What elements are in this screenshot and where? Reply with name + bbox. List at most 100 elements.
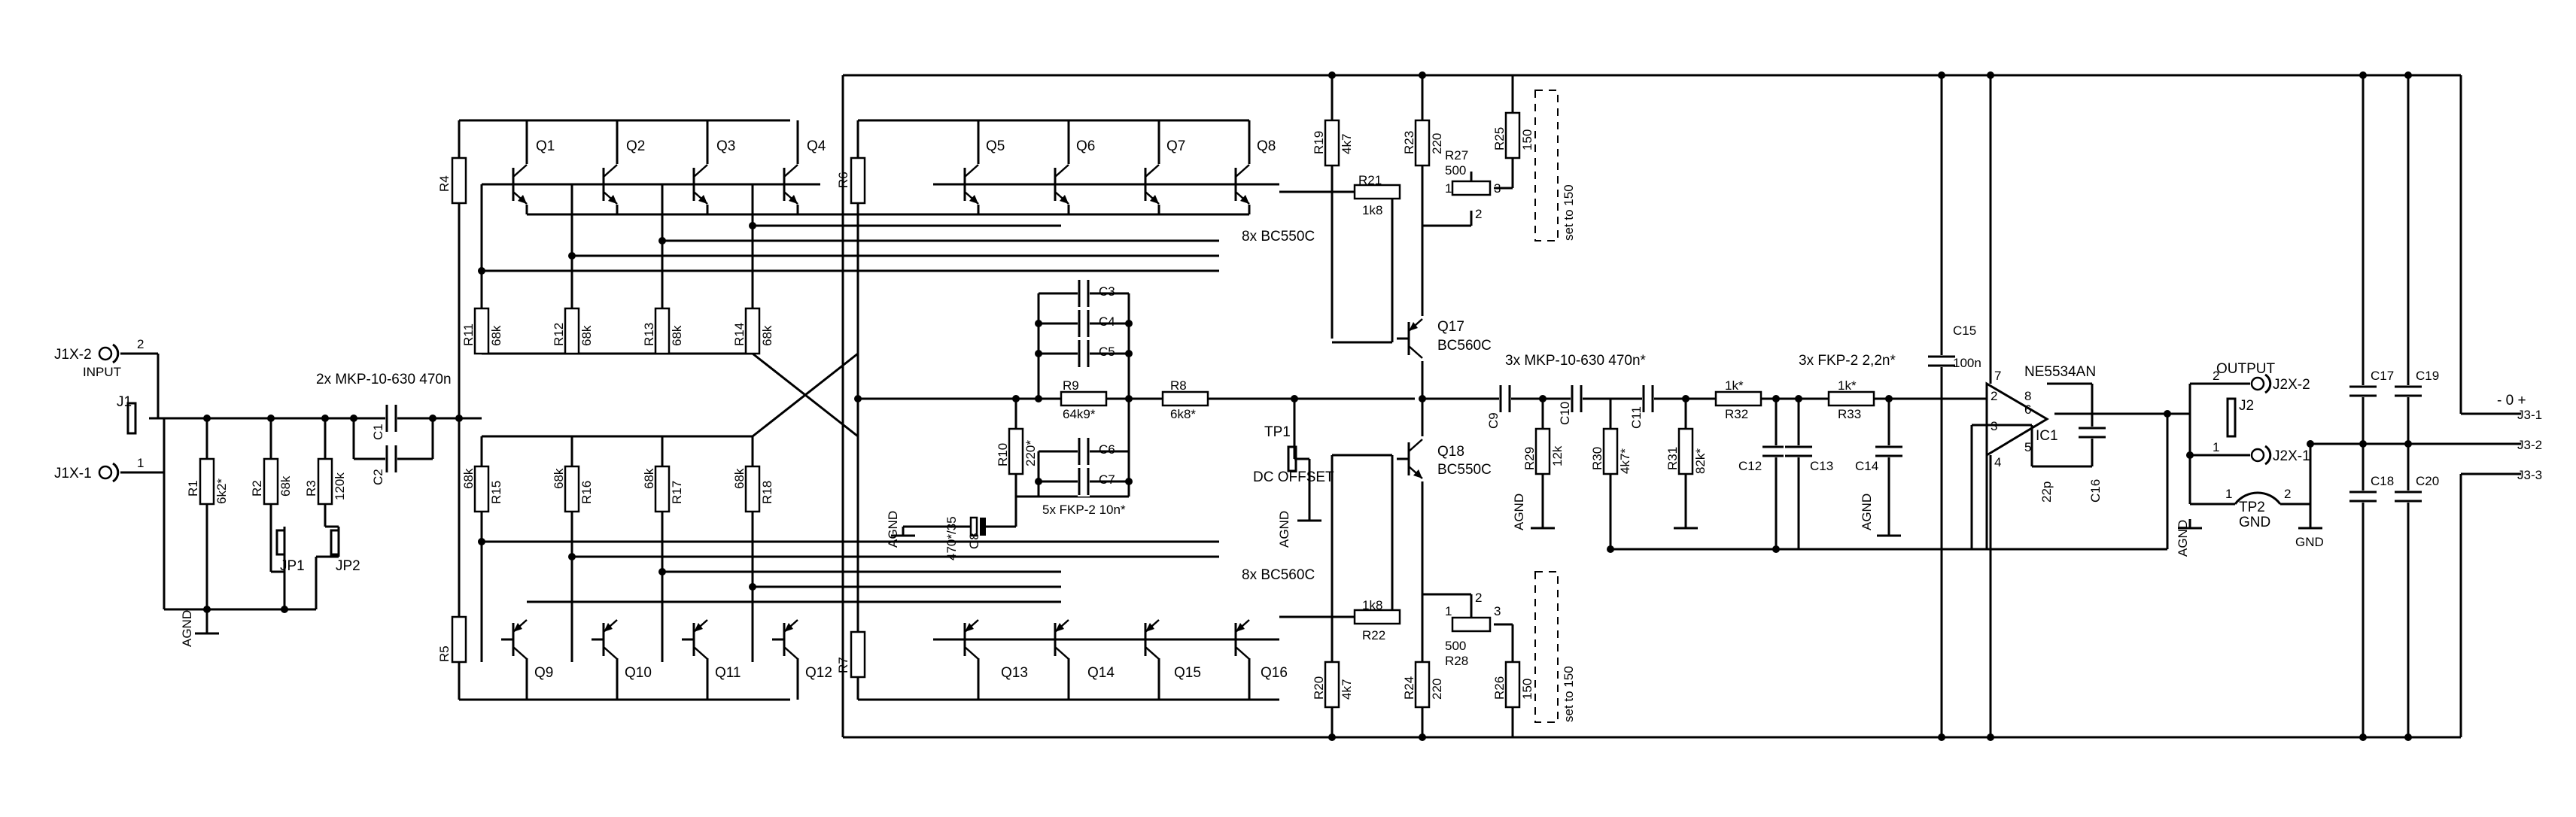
pin-label: 4 <box>1994 455 2001 469</box>
feedback-network: C3 C4 C5 C6 C7 5x FKP-2 10n* R9 64k9* R8… <box>944 277 1334 560</box>
c4-label: C4 <box>1099 314 1115 329</box>
j2x2-label: J2X-2 <box>2273 377 2310 393</box>
c7-label: C7 <box>1099 472 1115 487</box>
connector-j1x2: J1X-2 INPUT 2 <box>54 337 144 379</box>
wiring <box>120 74 2521 739</box>
agnd-label: AGND <box>2176 520 2190 557</box>
r22-value: 1k8 <box>1362 598 1382 612</box>
r31-label: R31 <box>1665 447 1680 470</box>
c5-label: C5 <box>1099 345 1115 359</box>
gnd-label: GND <box>2295 535 2324 549</box>
dc-offset-label: DC OFFSET <box>1253 469 1334 485</box>
r10-value: 220* <box>1023 440 1038 466</box>
pin-label: 2 <box>1991 389 1997 403</box>
r11-label: R11 <box>461 323 476 346</box>
r24-label: R24 <box>1402 676 1416 700</box>
c10-label: C10 <box>1558 402 1572 425</box>
r18-label: R18 <box>760 481 774 504</box>
pin-label: 1 <box>2213 440 2219 454</box>
j31-label: J3-1 <box>2517 408 2542 422</box>
pin-label: 2 <box>1475 591 1482 605</box>
c6-label: C6 <box>1099 442 1115 457</box>
q5-label: Q5 <box>986 138 1005 154</box>
c2-label: C2 <box>371 469 385 485</box>
q3-label: Q3 <box>716 138 735 154</box>
r1-label: R1 <box>186 480 200 497</box>
output-filter: C9 C10 C11 3x MKP-10-630 470n* R29 12k R… <box>1486 323 1981 475</box>
r29-label: R29 <box>1522 447 1537 470</box>
output-stage: R19 4k7 R23 220 R25 150 R21 1k8 R27 500 … <box>1312 90 1576 723</box>
r4-label: R4 <box>437 175 452 192</box>
left-differential-stage: R4 R5 Q1 Q2 Q3 Q4 Q9 Q10 Q11 Q12 R11 68k… <box>437 138 832 681</box>
pin-label: 2 <box>2284 487 2291 501</box>
r27-label: R27 <box>1445 148 1468 162</box>
q6-label: Q6 <box>1076 138 1095 154</box>
input-network: R1 6k2* R2 68k R3 120k C1 C2 2x MKP-10-6… <box>186 372 452 506</box>
c9-label: C9 <box>1486 412 1501 429</box>
r9-label: R9 <box>1063 378 1079 393</box>
r25-value: 150 <box>1520 129 1534 150</box>
set-to-150-note: set to 150 <box>1562 184 1576 241</box>
q17-label: Q17 <box>1437 319 1464 335</box>
pin-label: 3 <box>1494 604 1501 618</box>
q4-label: Q4 <box>807 138 826 154</box>
ground-symbols: AGND AGND AGND AGND AGND AGND GND <box>180 494 2324 647</box>
r19-label: R19 <box>1312 131 1326 154</box>
jumper-jp1: JP1 <box>275 529 305 574</box>
r15-value: 68k <box>461 468 476 489</box>
q8-label: Q8 <box>1257 138 1276 154</box>
r33-label: R33 <box>1838 407 1861 421</box>
j33-label: J3-3 <box>2517 468 2542 482</box>
agnd-label: AGND <box>180 610 194 647</box>
set-to-150-note: set to 150 <box>1562 666 1576 722</box>
c8-value: 470*/35 <box>944 516 959 560</box>
r5-label: R5 <box>437 645 452 662</box>
q1-label: Q1 <box>536 138 555 154</box>
r21-label: R21 <box>1358 173 1382 187</box>
j1-label: J1 <box>117 394 132 410</box>
r26-label: R26 <box>1492 676 1507 700</box>
r27-value: 500 <box>1445 163 1466 178</box>
r18-value: 68k <box>732 468 747 489</box>
r28-value: 500 <box>1445 639 1466 653</box>
tp2-label: TP2 <box>2239 500 2265 515</box>
pin-label: 6 <box>2024 402 2031 417</box>
r13-value: 68k <box>670 325 684 346</box>
connector-j1x1: J1X-1 1 <box>54 456 144 483</box>
q2-label: Q2 <box>626 138 645 154</box>
r25-label: R25 <box>1492 127 1507 150</box>
pin-label: 2 <box>137 337 144 351</box>
r12-value: 68k <box>579 325 594 346</box>
q18-label: Q18 <box>1437 444 1464 460</box>
r32-label: R32 <box>1725 407 1748 421</box>
r30-label: R30 <box>1590 447 1604 470</box>
r14-value: 68k <box>760 325 774 346</box>
r3-value: 120k <box>333 472 347 500</box>
right-differential-stage: R6 R7 Q5 Q6 Q7 Q8 8x BC550C Q13 Q14 Q15 … <box>836 138 1315 681</box>
jumper-jp2: JP2 <box>330 529 360 574</box>
r33-value: 1k* <box>1838 378 1857 393</box>
pnp-array-note: 8x BC560C <box>1242 567 1315 583</box>
output-connectors: OUTPUT J2X-2 J2X-1 J2 2 1 TP2 GND 1 2 <box>2213 361 2310 530</box>
pin-label: 3 <box>1494 181 1501 196</box>
r24-value: 220 <box>1430 679 1444 700</box>
tp2-gnd-label: GND <box>2239 515 2270 530</box>
r3-label: R3 <box>304 480 318 497</box>
q10-label: Q10 <box>625 665 652 681</box>
c11-label: C11 <box>1629 406 1644 429</box>
q14-label: Q14 <box>1087 665 1115 681</box>
opamp-ic1: 2 3 7 4 8 6 5 NE5534AN IC1 22p C16 <box>1985 364 2109 503</box>
r22-label: R22 <box>1362 628 1385 642</box>
r32-value: 1k* <box>1725 378 1744 393</box>
pin-label: 2 <box>1475 207 1482 221</box>
supply-section: C17 C19 C18 C20 - 0 + J3-1 J3-2 J3-3 <box>2346 369 2542 504</box>
q17-type: BC560C <box>1437 338 1492 354</box>
q15-label: Q15 <box>1174 665 1201 681</box>
c14-label: C14 <box>1855 459 1878 473</box>
c15-value: 100n <box>1953 356 1981 370</box>
r2-value: 68k <box>278 475 293 497</box>
pin-label: 1 <box>1445 181 1452 196</box>
r10-label: R10 <box>996 443 1010 466</box>
c16-value: 22p <box>2039 481 2054 503</box>
